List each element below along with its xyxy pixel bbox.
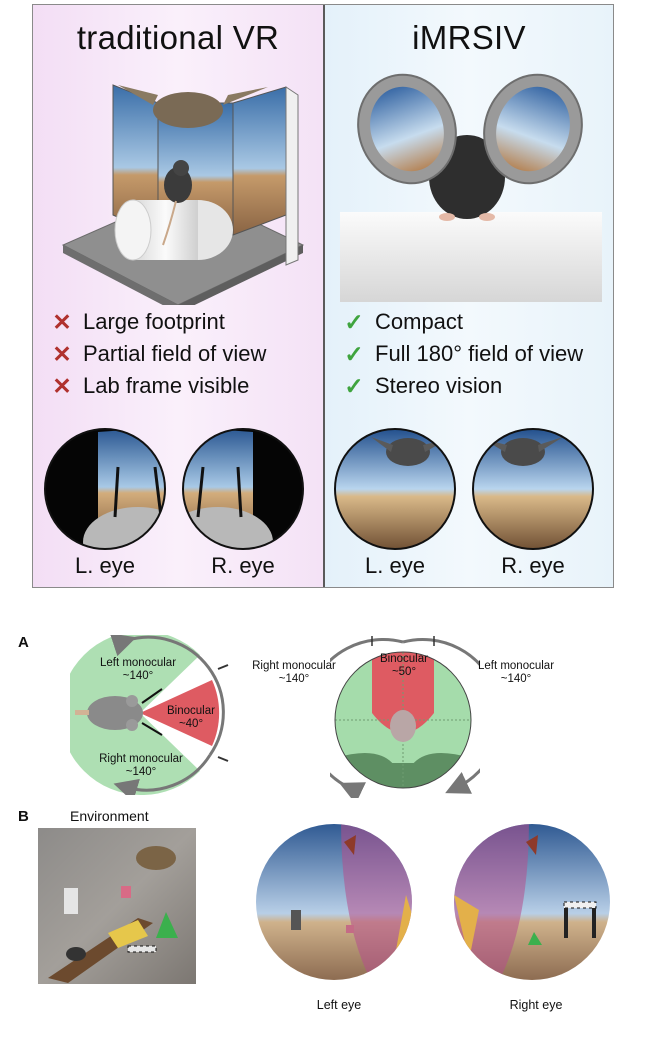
left-monocular-label-a2: Left monocular ~140° bbox=[477, 660, 555, 685]
binocular-label-a2: Binocular ~50° bbox=[380, 653, 428, 678]
panel-b-letter: B bbox=[18, 808, 29, 825]
binocular-label-a1: Binocular ~40° bbox=[167, 705, 215, 730]
feature-lab-frame-visible: ✕ Lab frame visible bbox=[49, 371, 249, 401]
traditional-vr-column: traditional VR bbox=[33, 5, 323, 587]
front-visual-field-diagram bbox=[330, 636, 480, 798]
left-eye-label: L. eye bbox=[75, 553, 135, 578]
imrsiv-eye-views bbox=[334, 428, 594, 550]
binocular-overlay bbox=[454, 824, 529, 980]
left-eye-view-imrsiv bbox=[335, 429, 455, 549]
imrsiv-column: iMRSIV ✓ Compact bbox=[323, 5, 613, 587]
cross-icon: ✕ bbox=[52, 372, 72, 399]
environment-illustration bbox=[38, 828, 196, 984]
gate bbox=[127, 945, 157, 953]
traditional-vr-title: traditional VR bbox=[76, 19, 280, 56]
mouse bbox=[66, 947, 86, 961]
right-monocular-label-a1: Right monocular ~140° bbox=[99, 753, 183, 778]
traditional-vr-eye-views bbox=[44, 428, 304, 550]
right-eye-render bbox=[454, 824, 610, 980]
panel-a-letter: A bbox=[18, 634, 29, 651]
left-eye-label: L. eye bbox=[365, 553, 425, 578]
green-cone bbox=[156, 912, 178, 938]
right-eye-label: R. eye bbox=[501, 553, 565, 578]
left-eye-render bbox=[256, 824, 412, 980]
right-eye-view-imrsiv bbox=[473, 429, 593, 549]
cheese bbox=[454, 895, 479, 960]
pillar bbox=[64, 888, 78, 914]
imrsiv-headset-illustration bbox=[340, 73, 602, 302]
cross-icon: ✕ bbox=[52, 308, 72, 335]
comparison-panel: traditional VR bbox=[32, 4, 614, 588]
feature-full-180-field-of-view: ✓ Full 180° field of view bbox=[341, 339, 583, 369]
left-eye-view-traditional bbox=[45, 429, 165, 549]
check-icon: ✓ bbox=[344, 372, 364, 399]
right-eye-label: R. eye bbox=[211, 553, 275, 578]
binocular-region bbox=[372, 652, 434, 733]
top-down-visual-field-diagram bbox=[70, 635, 229, 795]
owl bbox=[344, 835, 356, 855]
cheese bbox=[108, 920, 148, 948]
left-eye-caption: Left eye bbox=[316, 998, 362, 1012]
feature-large-footprint: ✕ Large footprint bbox=[49, 307, 225, 337]
feature-partial-field-of-view: ✕ Partial field of view bbox=[49, 339, 266, 369]
environment-title: Environment bbox=[70, 808, 149, 824]
binocular-region bbox=[140, 680, 220, 746]
feature-compact: ✓ Compact bbox=[341, 307, 463, 337]
left-monocular-label-a1: Left monocular ~140° bbox=[99, 657, 177, 682]
imrsiv-title: iMRSIV bbox=[412, 19, 526, 56]
check-icon: ✓ bbox=[344, 308, 364, 335]
check-icon: ✓ bbox=[344, 340, 364, 367]
feature-stereo-vision: ✓ Stereo vision bbox=[341, 371, 502, 401]
right-eye-caption: Right eye bbox=[509, 998, 563, 1012]
owl bbox=[136, 846, 176, 870]
owl bbox=[526, 835, 538, 855]
right-eye-view-traditional bbox=[183, 429, 303, 549]
right-monocular-label-a2: Right monocular ~140° bbox=[252, 660, 336, 685]
cross-icon: ✕ bbox=[52, 340, 72, 367]
pink-object bbox=[121, 886, 131, 898]
traditional-vr-rig-illustration bbox=[61, 84, 305, 305]
mouse-face bbox=[390, 710, 416, 742]
